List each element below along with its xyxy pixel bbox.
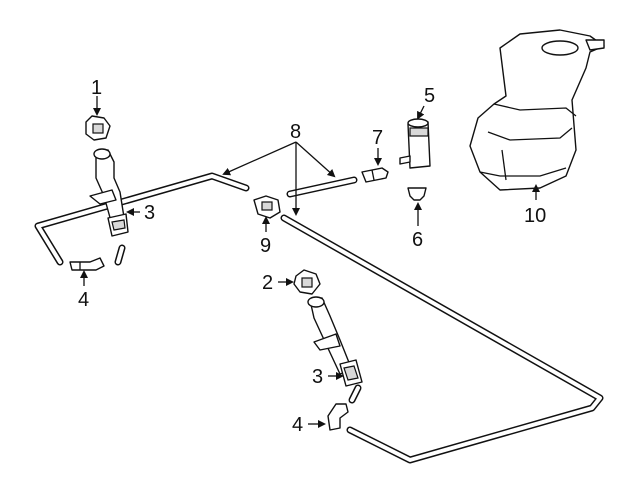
callout-9: 9 [260, 235, 271, 257]
callout-3-right: 3 [312, 366, 323, 388]
hose-long-right [280, 214, 604, 464]
callout-7: 7 [372, 127, 383, 149]
pump-grommet [407, 187, 427, 201]
hose-connector-left [69, 257, 105, 271]
callout-2: 2 [262, 272, 273, 294]
callout-6: 6 [412, 229, 423, 251]
callout-5: 5 [424, 85, 435, 107]
callout-8: 8 [290, 121, 301, 143]
callout-4-right: 4 [292, 414, 303, 436]
callout-4-left: 4 [78, 289, 89, 311]
washer-pump [399, 118, 431, 169]
washer-nozzle-left [85, 115, 111, 141]
washer-nozzle-right [293, 269, 321, 295]
hose-connector-right [327, 403, 349, 431]
hose-upper-short [286, 176, 358, 198]
washer-reservoir [469, 29, 605, 191]
hose-nozzle-right-lower [348, 384, 362, 404]
callout-1: 1 [91, 77, 102, 99]
t-connector [253, 195, 281, 219]
nozzle-arm-right [307, 296, 363, 387]
nozzle-arm-left [89, 148, 129, 237]
callout-3-left: 3 [144, 202, 155, 224]
hose-nozzle-left-lower [114, 244, 126, 266]
check-valve [361, 167, 389, 183]
callout-10: 10 [524, 205, 546, 227]
hose-left-long [34, 172, 250, 266]
